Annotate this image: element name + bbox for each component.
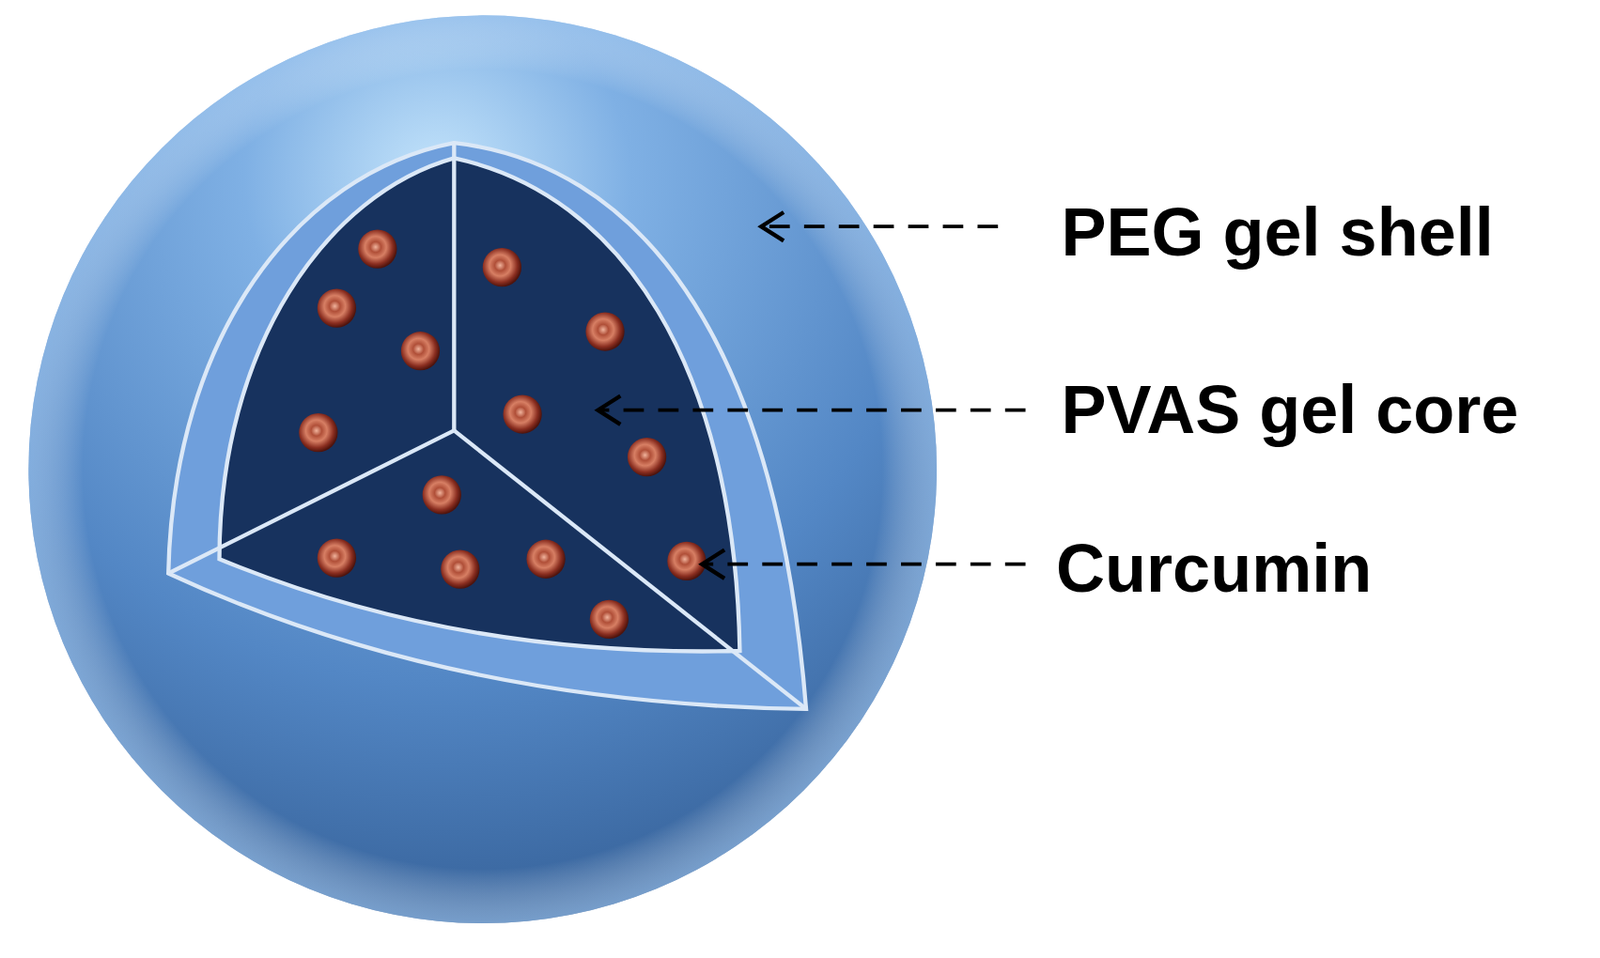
core-cut (219, 157, 741, 652)
part-label: PVAS gel core (1061, 372, 1520, 448)
part-label: Curcumin (1056, 531, 1372, 606)
curcumin-dot (590, 600, 629, 639)
curcumin-dot (667, 542, 706, 581)
curcumin-dot (585, 311, 624, 351)
curcumin-dot (440, 549, 480, 589)
curcumin-dot (422, 475, 462, 514)
curcumin-dots (298, 229, 706, 639)
curcumin-dot (401, 331, 440, 371)
curcumin-dot (317, 539, 357, 578)
part-label: PEG gel shell (1061, 195, 1494, 270)
sphere (28, 15, 937, 924)
curcumin-dot (298, 413, 338, 452)
sphere-rim (28, 15, 937, 924)
curcumin-dot (357, 229, 397, 268)
curcumin-dot (482, 248, 522, 287)
shell-cut (168, 142, 807, 710)
curcumin-dot (627, 437, 667, 477)
curcumin-dot (526, 540, 565, 579)
curcumin-dot (502, 394, 542, 434)
cut-edges (168, 142, 807, 710)
peg-shell-sphere (28, 15, 937, 924)
leader-lines (597, 212, 1026, 579)
curcumin-dot (317, 288, 357, 327)
